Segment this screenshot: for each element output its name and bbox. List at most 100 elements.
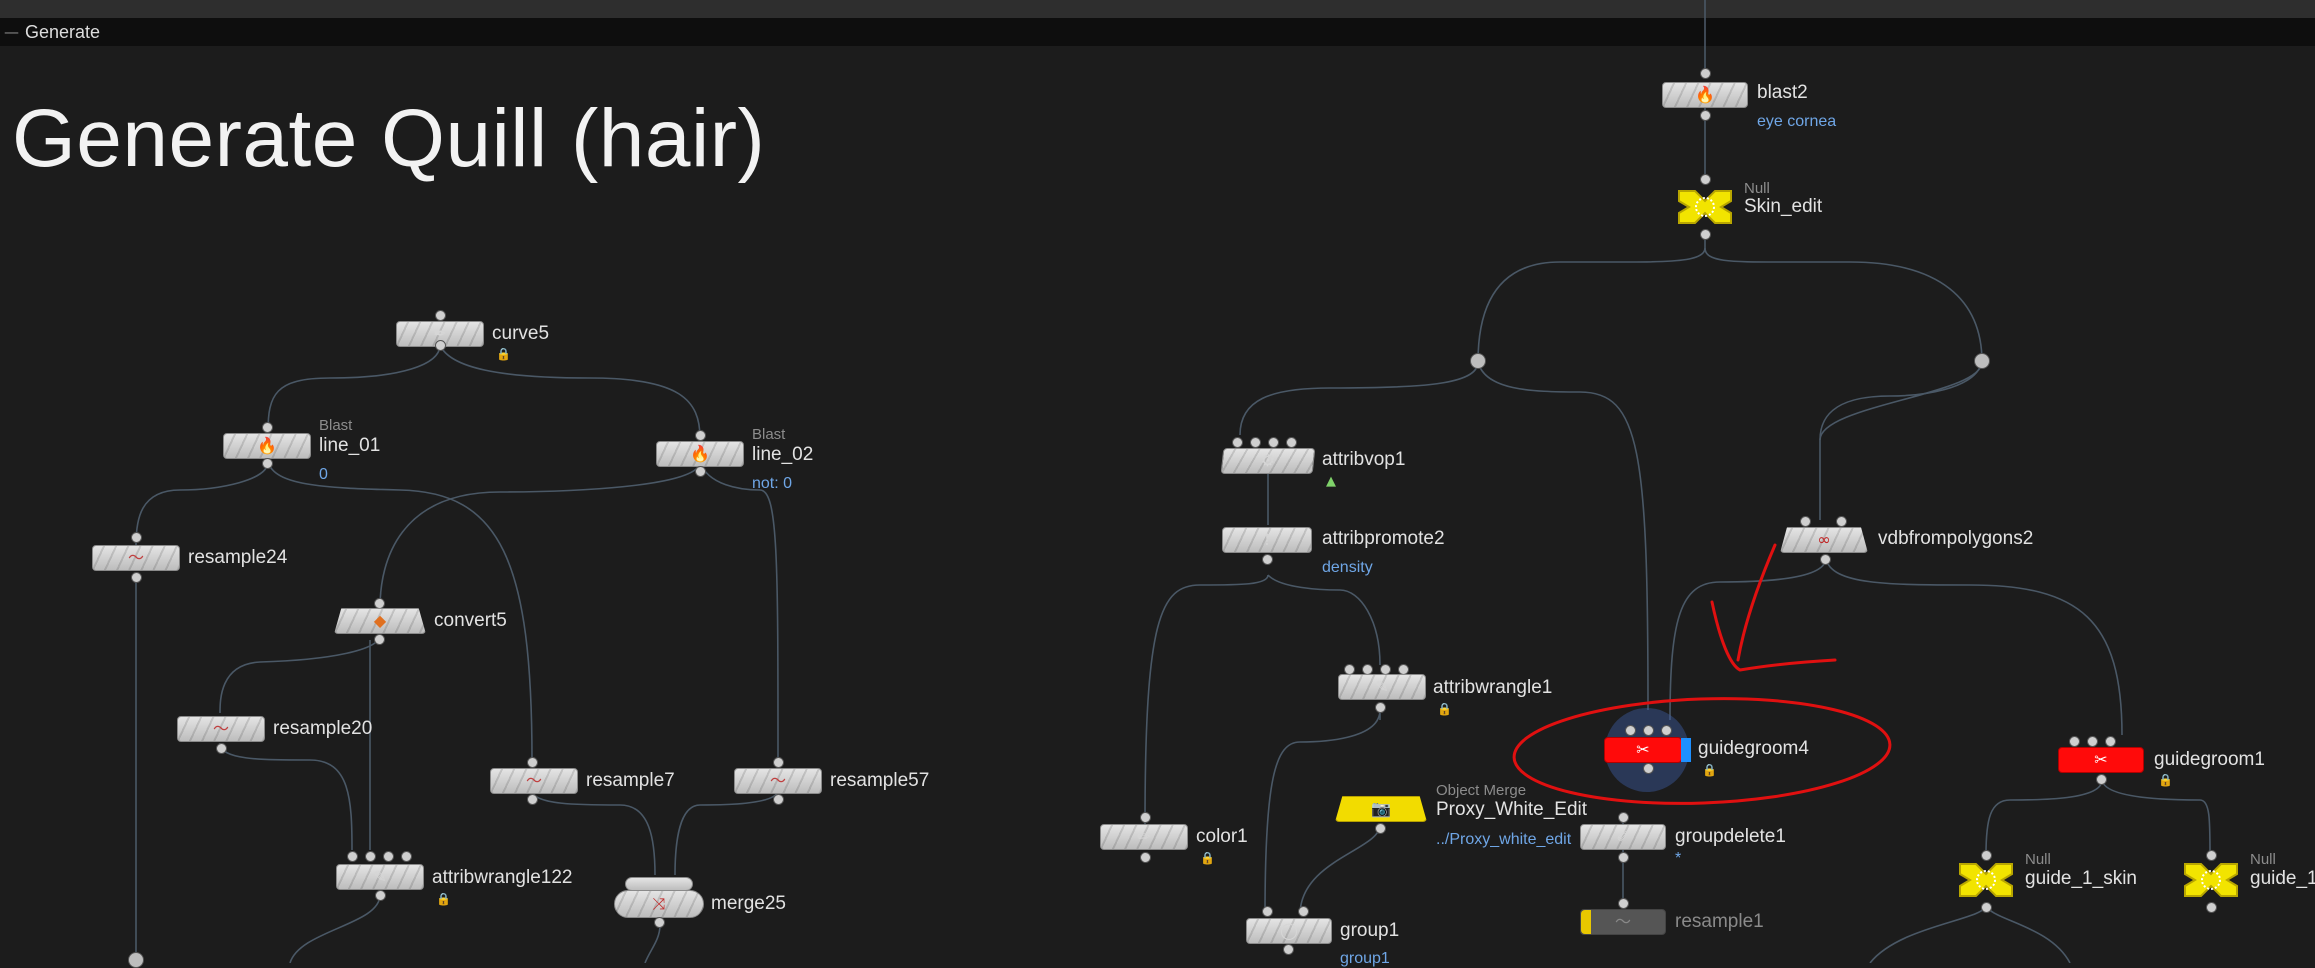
wire-dot[interactable] (1974, 353, 1990, 369)
input-connector[interactable] (2105, 736, 2116, 747)
input-connector[interactable] (773, 757, 784, 768)
output-connector[interactable] (374, 634, 385, 645)
node-resample7[interactable]: 〜 (490, 768, 578, 794)
input-connector[interactable] (1661, 725, 1672, 736)
node-resample1[interactable]: 〜 (1580, 909, 1666, 935)
node-proxy-white-edit[interactable]: 📷 (1335, 796, 1427, 822)
output-connector[interactable] (2206, 902, 2217, 913)
output-connector[interactable] (2096, 774, 2107, 785)
output-connector[interactable] (375, 890, 386, 901)
node-resample20[interactable]: 〜 (177, 716, 265, 742)
output-connector[interactable] (131, 572, 142, 583)
input-connector[interactable] (1262, 906, 1273, 917)
output-connector[interactable] (1262, 554, 1273, 565)
input-connector[interactable] (131, 532, 142, 543)
null-icon[interactable] (2179, 856, 2243, 904)
node-resample57[interactable]: 〜 (734, 768, 822, 794)
output-connector[interactable] (1700, 229, 1711, 240)
input-connector[interactable] (435, 310, 446, 321)
input-connector[interactable] (262, 422, 273, 433)
input-connector[interactable] (1286, 437, 1297, 448)
node-line-01[interactable]: 🔥 (223, 433, 311, 459)
input-connector[interactable] (1625, 725, 1636, 736)
node-comment: * (1675, 850, 1682, 867)
output-connector[interactable] (1700, 110, 1711, 121)
input-connector[interactable] (401, 851, 412, 862)
input-connector[interactable] (1643, 725, 1654, 736)
wire (1819, 361, 1983, 441)
network-path-bar[interactable]: — Generate (0, 18, 2315, 46)
input-connector[interactable] (1700, 174, 1711, 185)
output-connector[interactable] (262, 458, 273, 469)
input-connector[interactable] (527, 757, 538, 768)
input-connector[interactable] (2087, 736, 2098, 747)
input-connector[interactable] (1981, 850, 1992, 861)
output-connector[interactable] (1618, 852, 1629, 863)
input-connector[interactable] (1250, 437, 1261, 448)
node-guidegroom4[interactable]: ✂ (1604, 737, 1682, 763)
output-connector[interactable] (773, 794, 784, 805)
wire-dot[interactable] (1470, 353, 1486, 369)
groom-icon: ✂ (1636, 740, 1650, 759)
node-guidegroom1[interactable]: ✂ (2058, 747, 2144, 773)
input-connector[interactable] (1836, 516, 1847, 527)
output-connector[interactable] (527, 794, 538, 805)
input-connector[interactable] (1140, 812, 1151, 823)
input-connector[interactable] (374, 598, 385, 609)
null-icon[interactable] (1954, 856, 2018, 904)
node-texture (1247, 919, 1331, 943)
input-connector[interactable] (2069, 736, 2080, 747)
null-icon[interactable] (1673, 183, 1737, 231)
input-connector[interactable] (365, 851, 376, 862)
resample-icon: 〜 (525, 771, 543, 790)
output-connector[interactable] (1140, 852, 1151, 863)
output-connector[interactable] (1820, 554, 1831, 565)
display-flag[interactable] (1681, 738, 1691, 762)
output-connector[interactable] (1375, 823, 1386, 834)
node-attribvop1[interactable]: ⚙ (1220, 448, 1316, 474)
output-connector[interactable] (1981, 902, 1992, 913)
node-blast2[interactable]: 🔥 (1662, 82, 1748, 108)
input-connector[interactable] (1298, 906, 1309, 917)
node-merge25[interactable]: ⤨ (614, 890, 704, 918)
output-connector[interactable] (695, 466, 706, 477)
node-groupdelete1[interactable]: ✐ (1580, 824, 1666, 850)
output-connector[interactable] (654, 917, 665, 928)
wire-dot[interactable] (128, 952, 144, 968)
wire (1477, 232, 1706, 363)
node-line-02[interactable]: 🔥 (656, 441, 744, 467)
node-label: resample7 (586, 770, 675, 791)
node-resample24[interactable]: 〜 (92, 545, 180, 571)
wire (1825, 557, 2123, 736)
output-connector[interactable] (435, 340, 446, 351)
input-connector[interactable] (695, 430, 706, 441)
input-connector[interactable] (1268, 437, 1279, 448)
input-connector[interactable] (383, 851, 394, 862)
input-connector[interactable] (2206, 850, 2217, 861)
node-group1[interactable]: ◯ (1246, 918, 1332, 944)
output-connector[interactable] (1375, 702, 1386, 713)
collapse-icon[interactable]: — (4, 23, 19, 41)
node-texture (735, 769, 821, 793)
node-attribwrangle1[interactable]: ✎ (1338, 674, 1426, 700)
wire (1869, 904, 1987, 963)
input-connector[interactable] (1618, 898, 1629, 909)
output-connector[interactable] (216, 743, 227, 754)
node-label: attribvop1 (1322, 449, 1406, 470)
input-connector[interactable] (347, 851, 358, 862)
lock-icon: 🔒 (436, 892, 451, 906)
input-connector[interactable] (1232, 437, 1243, 448)
wire (267, 344, 441, 433)
node-color1[interactable]: ✏ (1100, 824, 1188, 850)
input-connector[interactable] (1700, 68, 1711, 79)
node-comment: ../Proxy_white_edit (1436, 831, 1572, 848)
merge-input-bar[interactable] (625, 877, 693, 891)
output-connector[interactable] (1283, 944, 1294, 955)
node-convert5[interactable]: ◆ (334, 608, 426, 634)
input-connector[interactable] (1800, 516, 1811, 527)
node-attribpromote2[interactable]: ⇡ (1222, 527, 1312, 553)
node-vdbfrompolygons2[interactable]: ∞ (1780, 527, 1868, 553)
output-connector[interactable] (1643, 763, 1654, 774)
input-connector[interactable] (1618, 812, 1629, 823)
node-attribwrangle122[interactable]: ✎ (336, 864, 424, 890)
